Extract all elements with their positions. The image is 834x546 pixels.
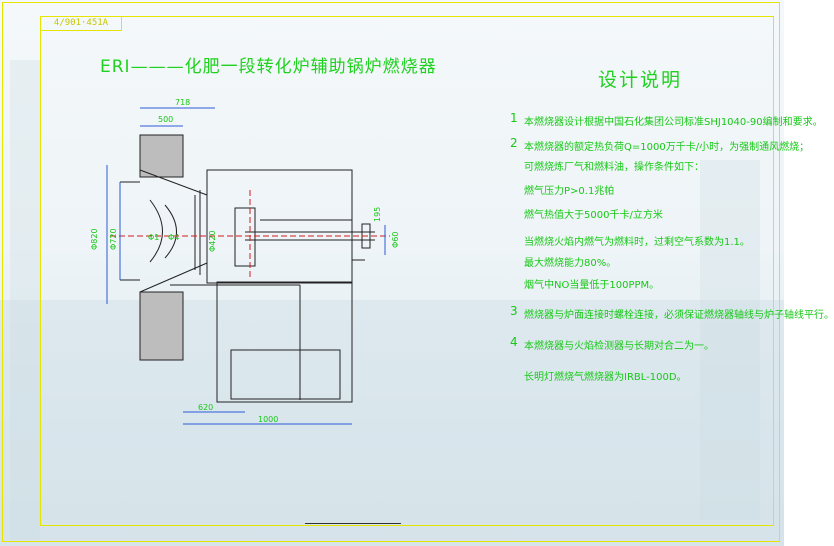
refractory-block-bottom <box>139 291 184 361</box>
note-line: 长明灯燃烧气燃烧器为IRBL-100D。 <box>524 372 687 383</box>
burner-throat-block <box>234 207 256 267</box>
dim-label-throat2: Φ4 <box>168 233 179 242</box>
background-tower <box>700 160 760 520</box>
note-line: 燃烧器与炉面连接时螺栓连接，必须保证燃烧器轴线与炉子轴线平行。 <box>524 310 834 321</box>
note-line: 本燃烧器设计根据中国石化集团公司标准SHJ1040-90编制和要求。 <box>524 117 823 128</box>
background-tower <box>10 60 40 540</box>
note-line: 当燃烧火焰内燃气为燃料时，过剩空气系数为1.1。 <box>524 237 750 248</box>
outer-border <box>2 2 780 542</box>
inner-border <box>40 16 774 526</box>
quarl <box>139 169 208 293</box>
drawing-number-tag: 4/901·451A <box>40 16 122 31</box>
dim-label-720: Φ720 <box>109 228 118 250</box>
note-line: 本燃烧器的额定热负荷Q=1000万千卡/小时，为强制通风燃烧； <box>524 142 810 153</box>
dim-label-throat1: Φ1 <box>148 233 159 242</box>
flame-arc-1 <box>149 199 163 263</box>
dim-label-718: 718 <box>175 98 190 107</box>
air-register <box>230 349 341 400</box>
note-line: 本燃烧器与火焰检测器与长期对合二为一。 <box>524 341 714 352</box>
note-line: 最大燃烧能力80%。 <box>524 258 617 269</box>
dim-label-820: Φ820 <box>90 228 99 250</box>
flame-arc-2 <box>164 204 177 259</box>
note-number: 2 <box>510 136 518 150</box>
footer-rule <box>305 523 401 524</box>
note-line: 烟气中NO当量低于100PPM。 <box>524 280 660 291</box>
dim-label-620: 620 <box>198 403 213 412</box>
windbox <box>216 281 353 403</box>
dim-label-throat3: Φ420 <box>208 230 217 252</box>
drawing-title: ERI———化肥一段转化炉辅助锅炉燃烧器 <box>100 57 437 77</box>
design-notes-heading: 设计说明 <box>598 69 683 91</box>
dim-label-1000: 1000 <box>258 415 278 424</box>
note-number: 1 <box>510 111 518 125</box>
note-number: 4 <box>510 335 518 349</box>
dim-label-60: Φ60 <box>391 232 400 248</box>
dim-label-500: 500 <box>158 115 173 124</box>
note-line: 燃气压力P>0.1兆帕 <box>524 186 615 197</box>
note-line: 燃气热值大于5000千卡/立方米 <box>524 210 663 221</box>
note-number: 3 <box>510 304 518 318</box>
background-plant-silhouette <box>0 300 784 546</box>
note-line: 可燃烧炼厂气和燃料油，操作条件如下： <box>524 162 704 173</box>
burner-casing <box>206 169 353 284</box>
dim-label-195: 195 <box>373 207 382 222</box>
burner-drawing: 718 500 Φ820 Φ720 Φ1 Φ4 Φ420 195 Φ60 620… <box>90 98 400 425</box>
refractory-block-top <box>139 134 184 178</box>
